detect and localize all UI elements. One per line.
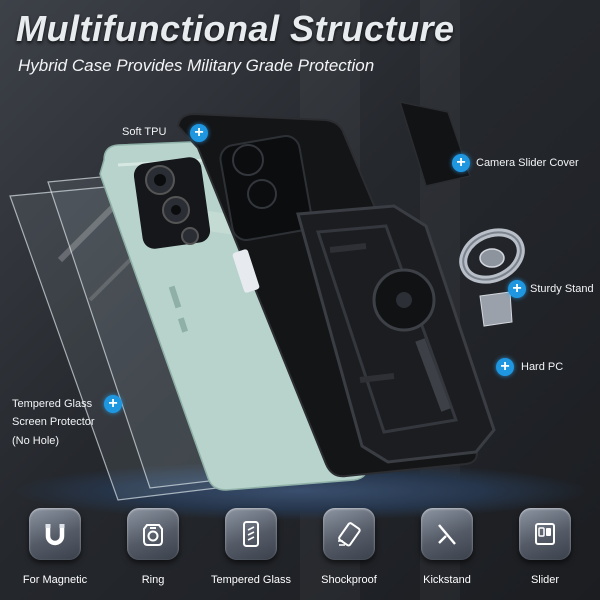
feature-magnetic: For Magnetic [9, 508, 101, 586]
plus-icon[interactable]: + [496, 358, 514, 376]
feature-shockproof: Shockproof [303, 508, 395, 586]
feature-slider: Slider [499, 508, 591, 586]
plus-icon[interactable]: + [452, 154, 470, 172]
hard-pc-label: Hard PC [521, 361, 564, 373]
camera-slider-cover-illustration [398, 101, 471, 187]
plus-icon[interactable]: + [508, 280, 526, 298]
plus-icon[interactable]: + [104, 395, 122, 413]
kickstand-icon [421, 508, 473, 560]
feature-label: Shockproof [321, 574, 377, 586]
camera-slider-cover-label: Camera Slider Cover [476, 157, 579, 169]
sturdy-stand-label: Sturdy Stand [530, 283, 594, 295]
plus-icon[interactable]: + [190, 124, 208, 142]
feature-label: Tempered Glass [210, 574, 292, 586]
page-title: Multifunctional Structure [16, 8, 455, 49]
ring-stand-illustration [459, 228, 525, 327]
glass-icon [225, 508, 277, 560]
feature-label: Ring [141, 574, 165, 586]
tempered-glass-label: Tempered Glass [12, 398, 93, 410]
hard-pc-frame-illustration [296, 204, 496, 464]
magnet-icon [29, 508, 81, 560]
shockproof-icon [323, 508, 375, 560]
feature-ring: Ring [107, 508, 199, 586]
feature-tempered-glass: Tempered Glass [205, 508, 297, 586]
case-button-cover [232, 249, 260, 293]
no-hole-label: (No Hole) [12, 435, 60, 447]
feature-row: For Magnetic Ring Tempered Glass Shockpr… [0, 508, 600, 600]
ring-icon [127, 508, 179, 560]
camera-lens-icon [181, 227, 199, 245]
feature-label: For Magnetic [22, 574, 88, 586]
soft-tpu-label: Soft TPU [122, 126, 167, 138]
feature-label: Slider [530, 574, 560, 586]
feature-label: Kickstand [423, 574, 471, 586]
page-subtitle: Hybrid Case Provides Military Grade Prot… [18, 56, 375, 75]
feature-kickstand: Kickstand [401, 508, 493, 586]
screen-protector-label: Screen Protector [12, 416, 95, 428]
slider-icon [519, 508, 571, 560]
